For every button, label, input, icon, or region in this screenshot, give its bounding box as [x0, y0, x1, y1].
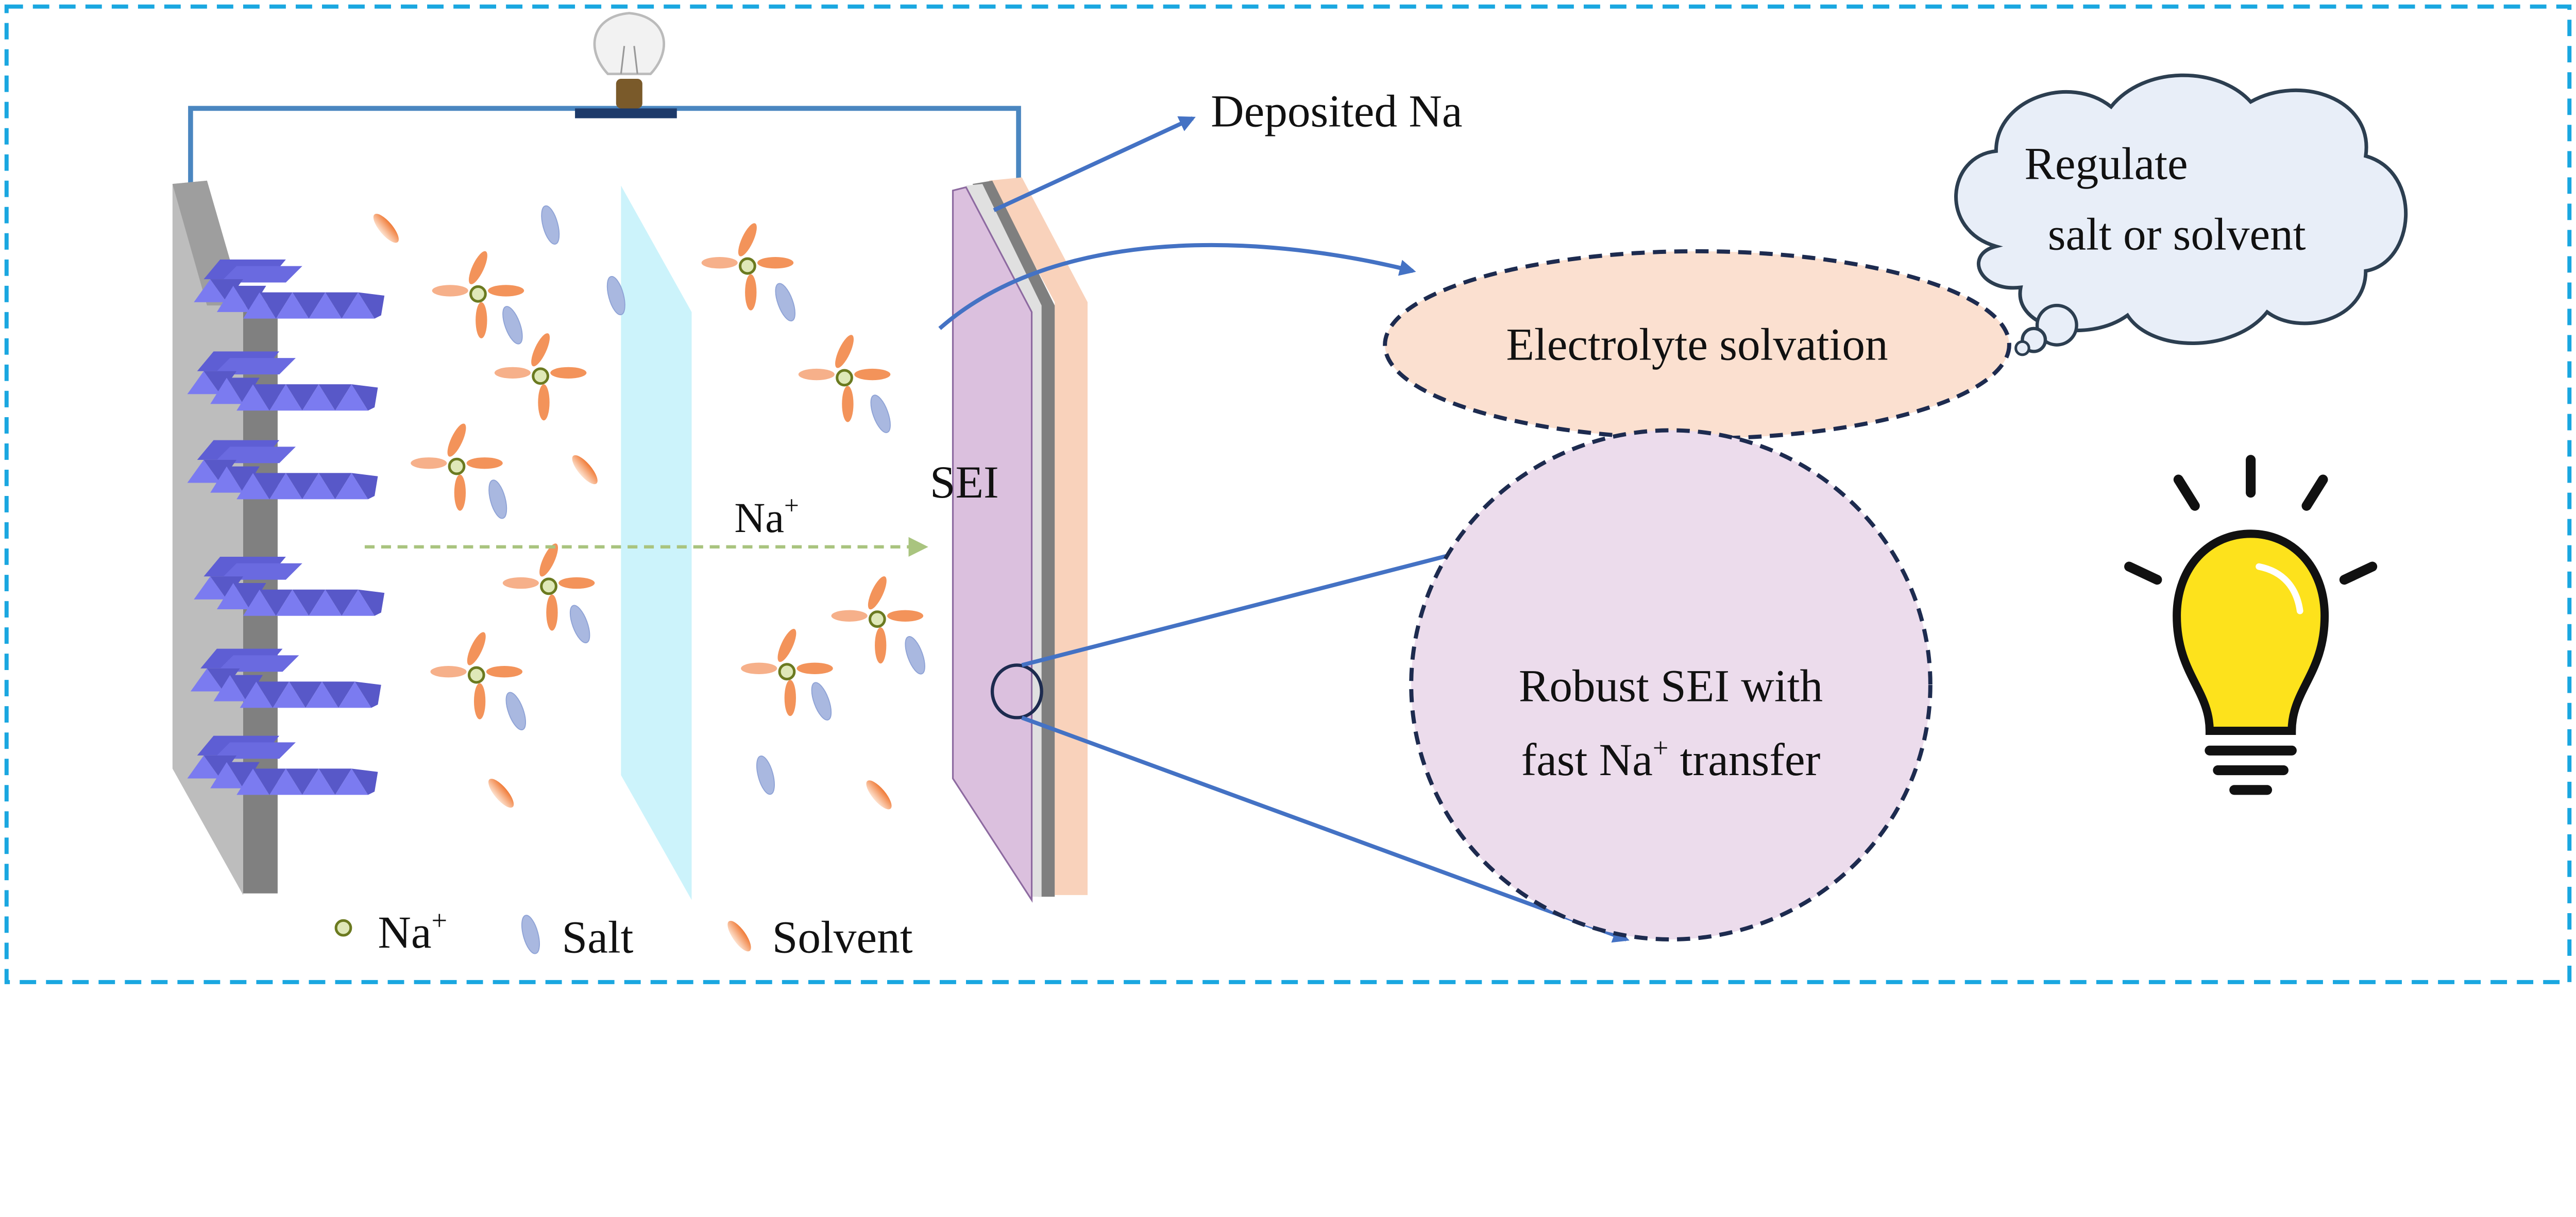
thought-cloud: [1954, 73, 2408, 356]
na-migration-label: Na+: [734, 491, 799, 541]
solvation-arrow: [938, 243, 1416, 330]
separator: [621, 185, 692, 900]
sei-zoom-arrow-bottom: [1021, 715, 1630, 943]
sei-bubble-line-1: Robust SEI with: [1519, 661, 1823, 712]
idea-bulb-icon: [2124, 455, 2378, 795]
cloud-line-1: Regulate: [2024, 139, 2188, 190]
deposited-na-arrow: [993, 116, 1196, 212]
deposited-na-label: Deposited Na: [1211, 86, 1462, 137]
sei-bubble-line-2: fast Na+ transfer: [1521, 732, 1821, 785]
sei-magnifier-circle: [990, 663, 1043, 719]
salt-molecules: [485, 203, 929, 797]
legend-na: Na+: [378, 905, 447, 958]
sei-layer: [952, 186, 1033, 903]
sei-bubble: [1409, 428, 1933, 941]
light-bulb-icon: [575, 12, 677, 118]
legend-salt: Salt: [562, 912, 634, 963]
legend: Na+ Salt Solvent: [336, 905, 913, 963]
legend-solvent: Solvent: [772, 912, 913, 963]
circuit-wire: [188, 106, 1021, 184]
sei-label: SEI: [930, 457, 999, 508]
dashed-frame: [4, 4, 2572, 984]
cloud-line-2: salt or solvent: [2048, 209, 2306, 260]
cathode-stack: [952, 177, 1088, 903]
solvation-label: Electrolyte solvation: [1506, 319, 1888, 370]
sodium-battery-diagram: Na+ SEI Deposited Na Electrolyte solvati…: [4, 4, 2572, 984]
